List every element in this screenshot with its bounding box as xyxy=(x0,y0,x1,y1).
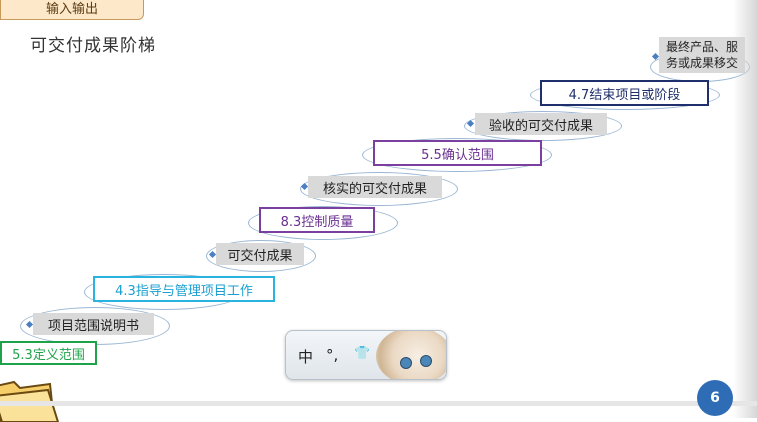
step-direct-manage-work: 4.3指导与管理项目工作 xyxy=(93,276,275,302)
cat-eye-icon xyxy=(400,357,412,369)
page-number-badge: 6 xyxy=(697,380,733,416)
output-deliverables: 可交付成果 xyxy=(216,243,304,265)
tab-input-output[interactable]: 输入输出 xyxy=(0,0,144,20)
bottom-divider xyxy=(0,401,757,406)
step-validate-scope: 5.5确认范围 xyxy=(373,140,542,166)
cat-eye-icon xyxy=(420,355,432,367)
connector-arc xyxy=(206,240,316,272)
output-project-scope-statement: 项目范围说明书 xyxy=(33,313,154,335)
step-close-project-phase: 4.7结束项目或阶段 xyxy=(540,80,709,106)
ime-punctuation-mode[interactable]: °, xyxy=(326,346,339,364)
step-define-scope: 5.3定义范围 xyxy=(0,341,97,365)
cat-mascot-icon xyxy=(376,331,446,379)
folder-icon[interactable] xyxy=(0,372,62,422)
connector-arc xyxy=(300,172,458,206)
connector-arc xyxy=(248,206,398,240)
connector-arc xyxy=(362,138,552,172)
right-edge-shadow xyxy=(733,0,757,418)
step-control-quality: 8.3控制质量 xyxy=(259,207,375,233)
ime-toolbar[interactable]: 中 °, 👕 xyxy=(285,330,447,380)
final-transition-line2: 务或成果移交 xyxy=(665,56,738,70)
ime-skin-icon[interactable]: 👕 xyxy=(354,346,371,361)
final-transition-line1: 最终产品、服 xyxy=(665,40,738,54)
page-title: 可交付成果阶梯 xyxy=(30,36,156,56)
ime-chinese-mode[interactable]: 中 xyxy=(298,348,314,366)
output-verified-deliverables: 核实的可交付成果 xyxy=(308,176,442,198)
output-final-transition: 最终产品、服 务或成果移交 xyxy=(659,37,745,73)
connector-arc xyxy=(464,111,622,141)
output-accepted-deliverables: 验收的可交付成果 xyxy=(475,113,607,135)
